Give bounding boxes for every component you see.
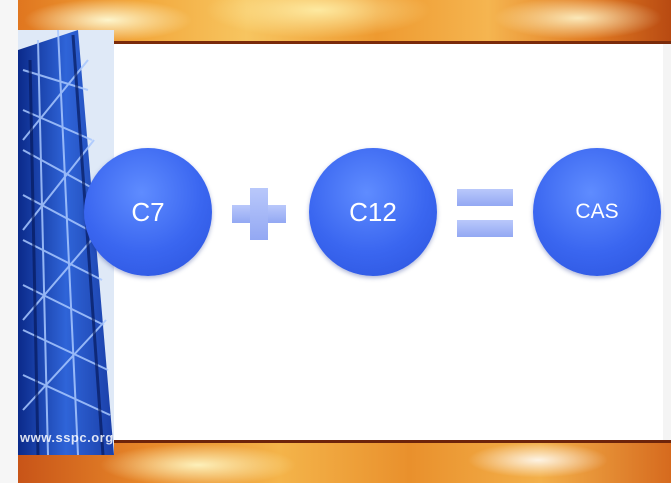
c12-circle: C12 [309, 148, 437, 276]
equals-icon [457, 189, 513, 237]
top-fire-band [18, 0, 671, 44]
left-gutter [0, 0, 18, 483]
cas-circle: CAS [533, 148, 661, 276]
c7-label: C7 [131, 196, 165, 227]
cas-label: CAS [575, 200, 619, 223]
plus-icon [232, 188, 286, 240]
website-watermark: www.sspc.org [20, 430, 114, 445]
c12-label: C12 [349, 196, 397, 227]
c7-circle: C7 [84, 148, 212, 276]
bottom-fire-band [18, 440, 671, 483]
right-edge [663, 44, 671, 440]
